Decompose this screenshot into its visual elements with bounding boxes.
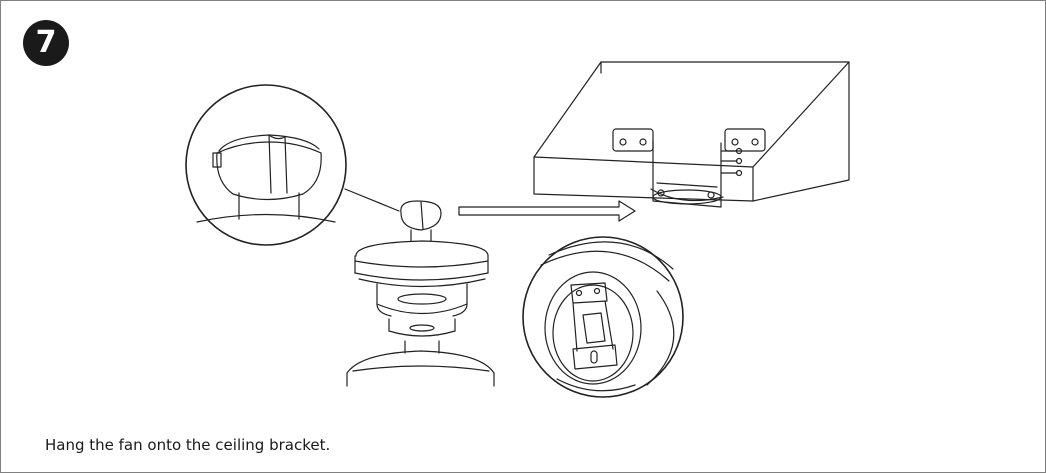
step-number-badge: 7 — [23, 20, 69, 66]
bracket-detail-magnifier — [522, 236, 684, 398]
canopy-detail-magnifier — [185, 84, 347, 246]
instruction-caption: Hang the fan onto the ceiling bracket. — [45, 436, 331, 454]
step-number: 7 — [35, 25, 57, 60]
detail-leader-line — [344, 188, 400, 212]
direction-arrow — [458, 200, 636, 222]
ceiling-with-bracket — [533, 61, 850, 208]
ceiling-fan-motor — [346, 200, 495, 387]
